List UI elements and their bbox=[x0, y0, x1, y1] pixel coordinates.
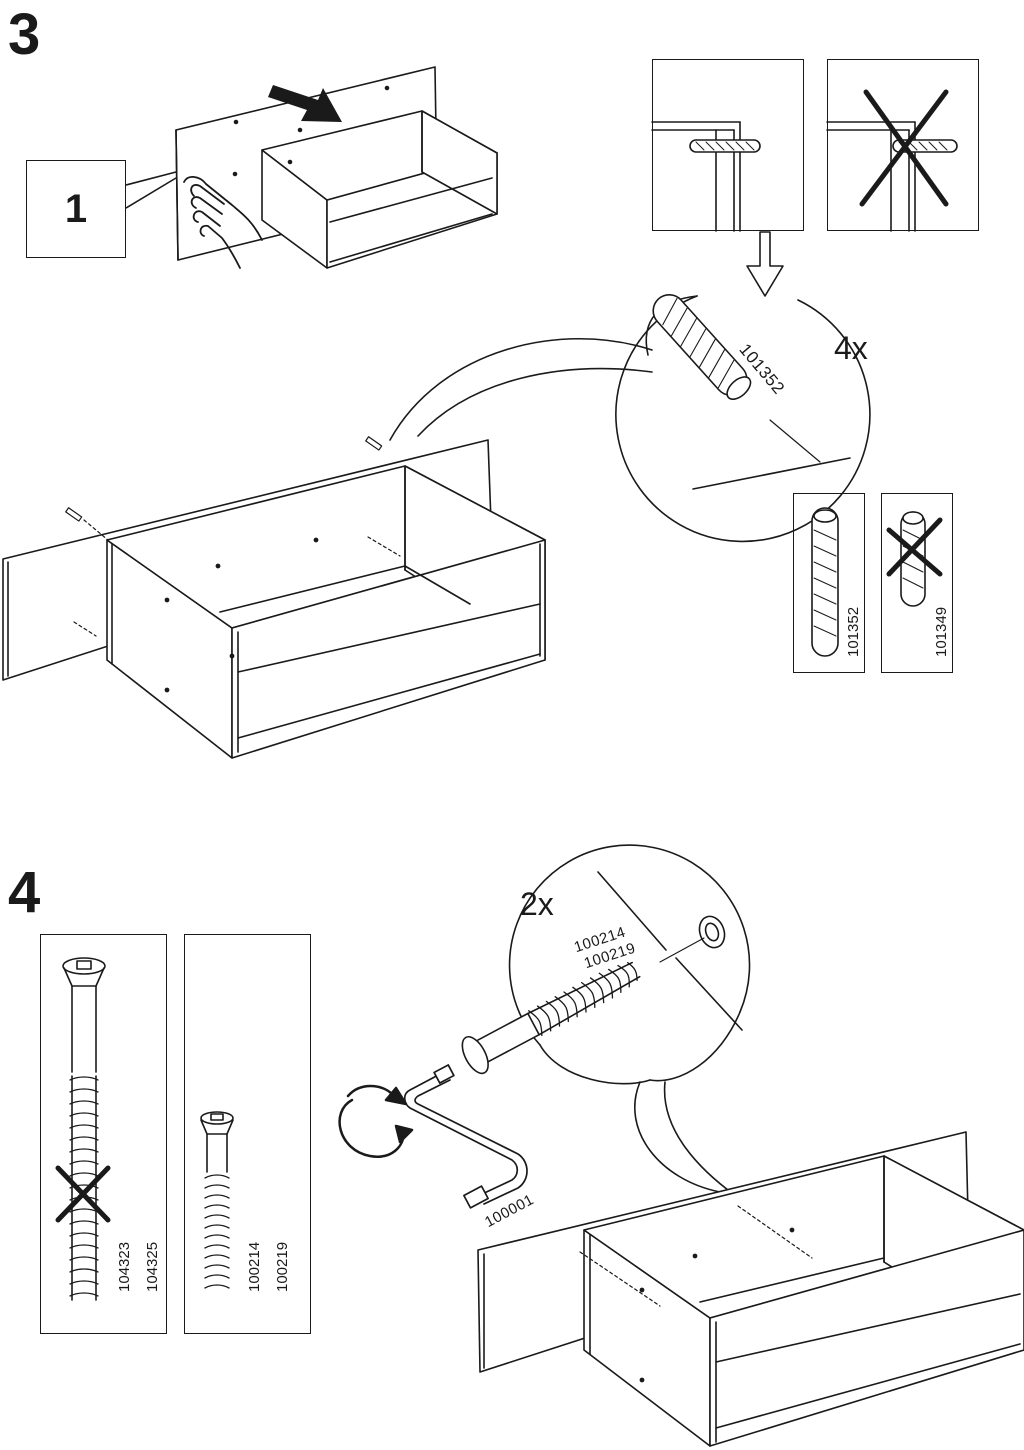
cross-icon bbox=[886, 517, 943, 577]
arrow-icon bbox=[746, 231, 784, 297]
long-screw-part bbox=[55, 957, 111, 1301]
long-screw-code-2: 104325 bbox=[144, 1241, 161, 1292]
short-screw-code-1: 100214 bbox=[246, 1241, 263, 1292]
person-count: 1 bbox=[64, 186, 88, 231]
incorrect-dowel-code: 101349 bbox=[933, 606, 950, 657]
short-screw-part bbox=[200, 1111, 234, 1289]
short-screw-code-2: 100219 bbox=[274, 1241, 291, 1292]
large-cabinet-step4 bbox=[477, 1131, 1024, 1447]
correct-dowel-part bbox=[811, 507, 839, 657]
magnifier-circle bbox=[389, 294, 871, 543]
step-3-number: 3 bbox=[8, 2, 41, 67]
hand-icon bbox=[183, 176, 263, 269]
arrow-icon bbox=[268, 85, 342, 122]
step-4-number: 4 bbox=[8, 860, 41, 925]
correct-joint-detail bbox=[651, 121, 761, 232]
incorrect-joint-detail bbox=[826, 89, 958, 232]
incorrect-dowel-part bbox=[886, 511, 943, 607]
correct-dowel-code: 101352 bbox=[845, 606, 862, 657]
correct-joint-box bbox=[652, 59, 804, 231]
long-screw-code-1: 104323 bbox=[116, 1241, 133, 1292]
screw-quantity: 2x bbox=[520, 886, 554, 922]
screw-magnifier bbox=[461, 844, 751, 1197]
cross-icon bbox=[859, 89, 949, 207]
small-cabinet-illustration bbox=[125, 66, 498, 269]
rotate-icon bbox=[338, 1084, 414, 1158]
incorrect-screw-box bbox=[40, 934, 167, 1334]
person-count-badge: 1 bbox=[26, 160, 126, 258]
cross-icon bbox=[55, 1165, 111, 1223]
hex-key-icon bbox=[403, 1064, 528, 1209]
large-cabinet-step3 bbox=[2, 436, 546, 759]
dowel-quantity: 4x bbox=[834, 330, 868, 366]
